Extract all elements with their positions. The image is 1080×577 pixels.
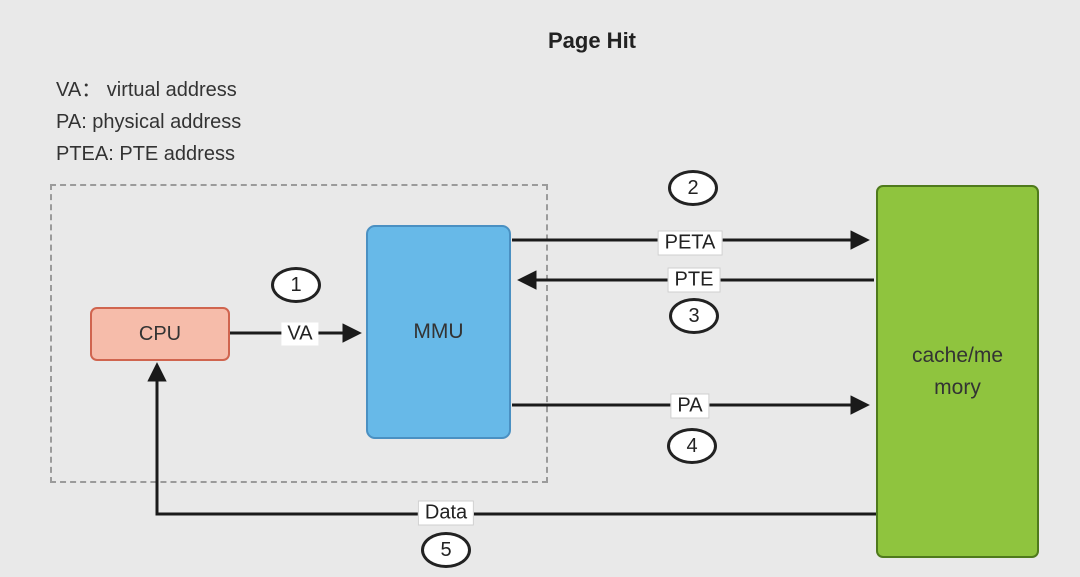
mmu-node: MMU: [366, 225, 511, 439]
legend-line-va: VA： virtual address: [56, 79, 237, 101]
data-arrow: [147, 362, 876, 516]
legend-line-ptea: PTEA: PTE address: [56, 143, 235, 165]
cache-memory-label: cache/memory: [911, 344, 1004, 399]
step-3-badge: 3: [669, 298, 719, 334]
step-5-badge: 5: [421, 532, 471, 568]
legend-line-pa: PA: physical address: [56, 111, 242, 133]
step-2-badge: 2: [668, 170, 718, 206]
diagram-title: Page Hit: [547, 28, 637, 53]
chip-boundary: [50, 184, 548, 483]
step-1-badge: 1: [271, 267, 321, 303]
va-label: VA: [281, 322, 319, 346]
step-4-badge: 4: [667, 428, 717, 464]
legend: VA： virtual address PA: physical address…: [56, 74, 241, 170]
cpu-node: CPU: [90, 307, 230, 361]
cpu-label: CPU: [138, 322, 182, 345]
cache-memory-node: cache/memory: [876, 185, 1039, 558]
mmu-label: MMU: [413, 320, 464, 343]
pte-label: PTE: [667, 267, 721, 293]
data-label: Data: [417, 500, 475, 526]
peta-label: PETA: [657, 230, 723, 256]
pa-label: PA: [670, 393, 710, 419]
